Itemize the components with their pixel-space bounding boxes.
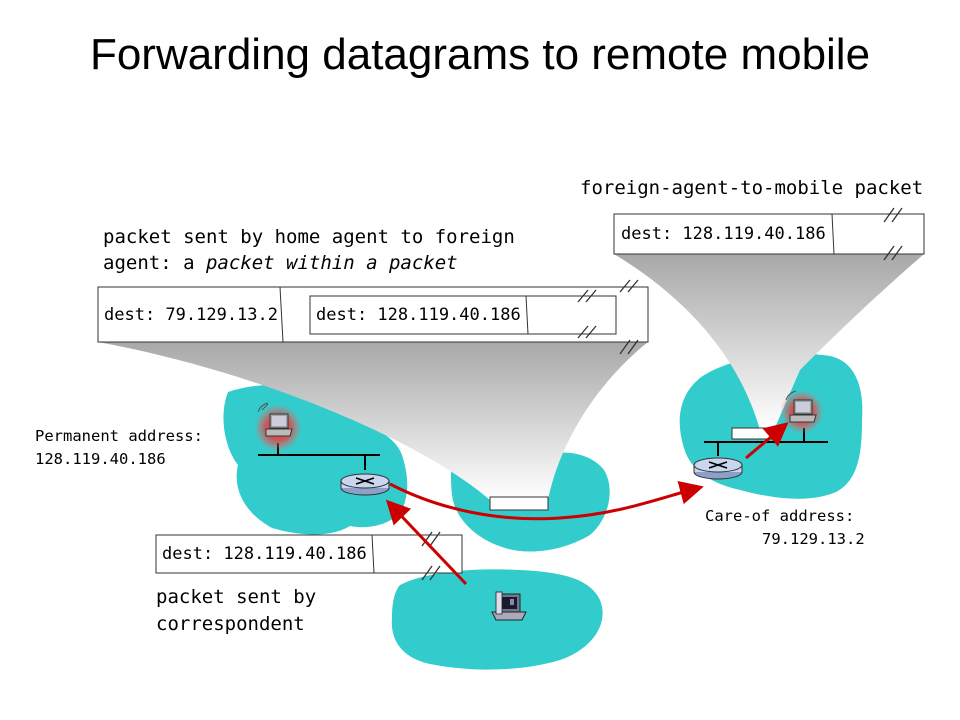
home-agent-packet-funnel xyxy=(98,342,648,500)
foreign-packet-box xyxy=(613,213,925,255)
desktop-computer-icon xyxy=(491,591,527,621)
care-of-address-value: 79.129.13.2 xyxy=(762,530,865,548)
home-to-foreign-tunnel-arrow xyxy=(389,480,704,521)
laptop-icon xyxy=(257,402,293,437)
packet-break-marks xyxy=(421,207,903,581)
foreign-agent-packet-funnel xyxy=(614,254,924,430)
foreign-agent-packet-caption: foreign-agent-to-mobile packet xyxy=(580,177,924,199)
home-agent-packet-caption-line1: packet sent by home agent to foreign xyxy=(103,226,515,248)
permanent-address-label: Permanent address: xyxy=(35,427,203,445)
transit-packet xyxy=(731,427,775,440)
correspondent-packet-dest: dest: 128.119.40.186 xyxy=(162,544,367,564)
correspondent-packet-box xyxy=(155,534,463,574)
outer-packet-dest: dest: 79.129.13.2 xyxy=(104,305,278,325)
home-agent-packet-caption-line2: agent: a packet within a packet xyxy=(103,250,458,276)
permanent-address-value: 128.119.40.186 xyxy=(35,450,166,468)
laptop-icon xyxy=(785,390,817,423)
transit-packet xyxy=(489,496,549,511)
inner-packet-box xyxy=(309,295,617,335)
foreign-packet-dest: dest: 128.119.40.186 xyxy=(621,224,826,244)
caption-italic: packet within a packet xyxy=(205,252,458,274)
foreign-router-icon xyxy=(693,457,743,480)
correspondent-packet-caption-line1: packet sent by xyxy=(156,586,317,608)
caption-prefix: agent: a xyxy=(103,252,206,274)
page-title: Forwarding datagrams to remote mobile xyxy=(89,30,871,79)
correspondent-packet-caption-line2: correspondent xyxy=(156,613,305,635)
foreign-to-mobile-arrow xyxy=(745,422,789,460)
correspondent-to-home-arrow xyxy=(385,499,468,586)
home-router-icon xyxy=(340,473,390,496)
inner-packet-dest: dest: 128.119.40.186 xyxy=(316,305,521,325)
care-of-address-label: Care-of address: xyxy=(705,507,855,525)
